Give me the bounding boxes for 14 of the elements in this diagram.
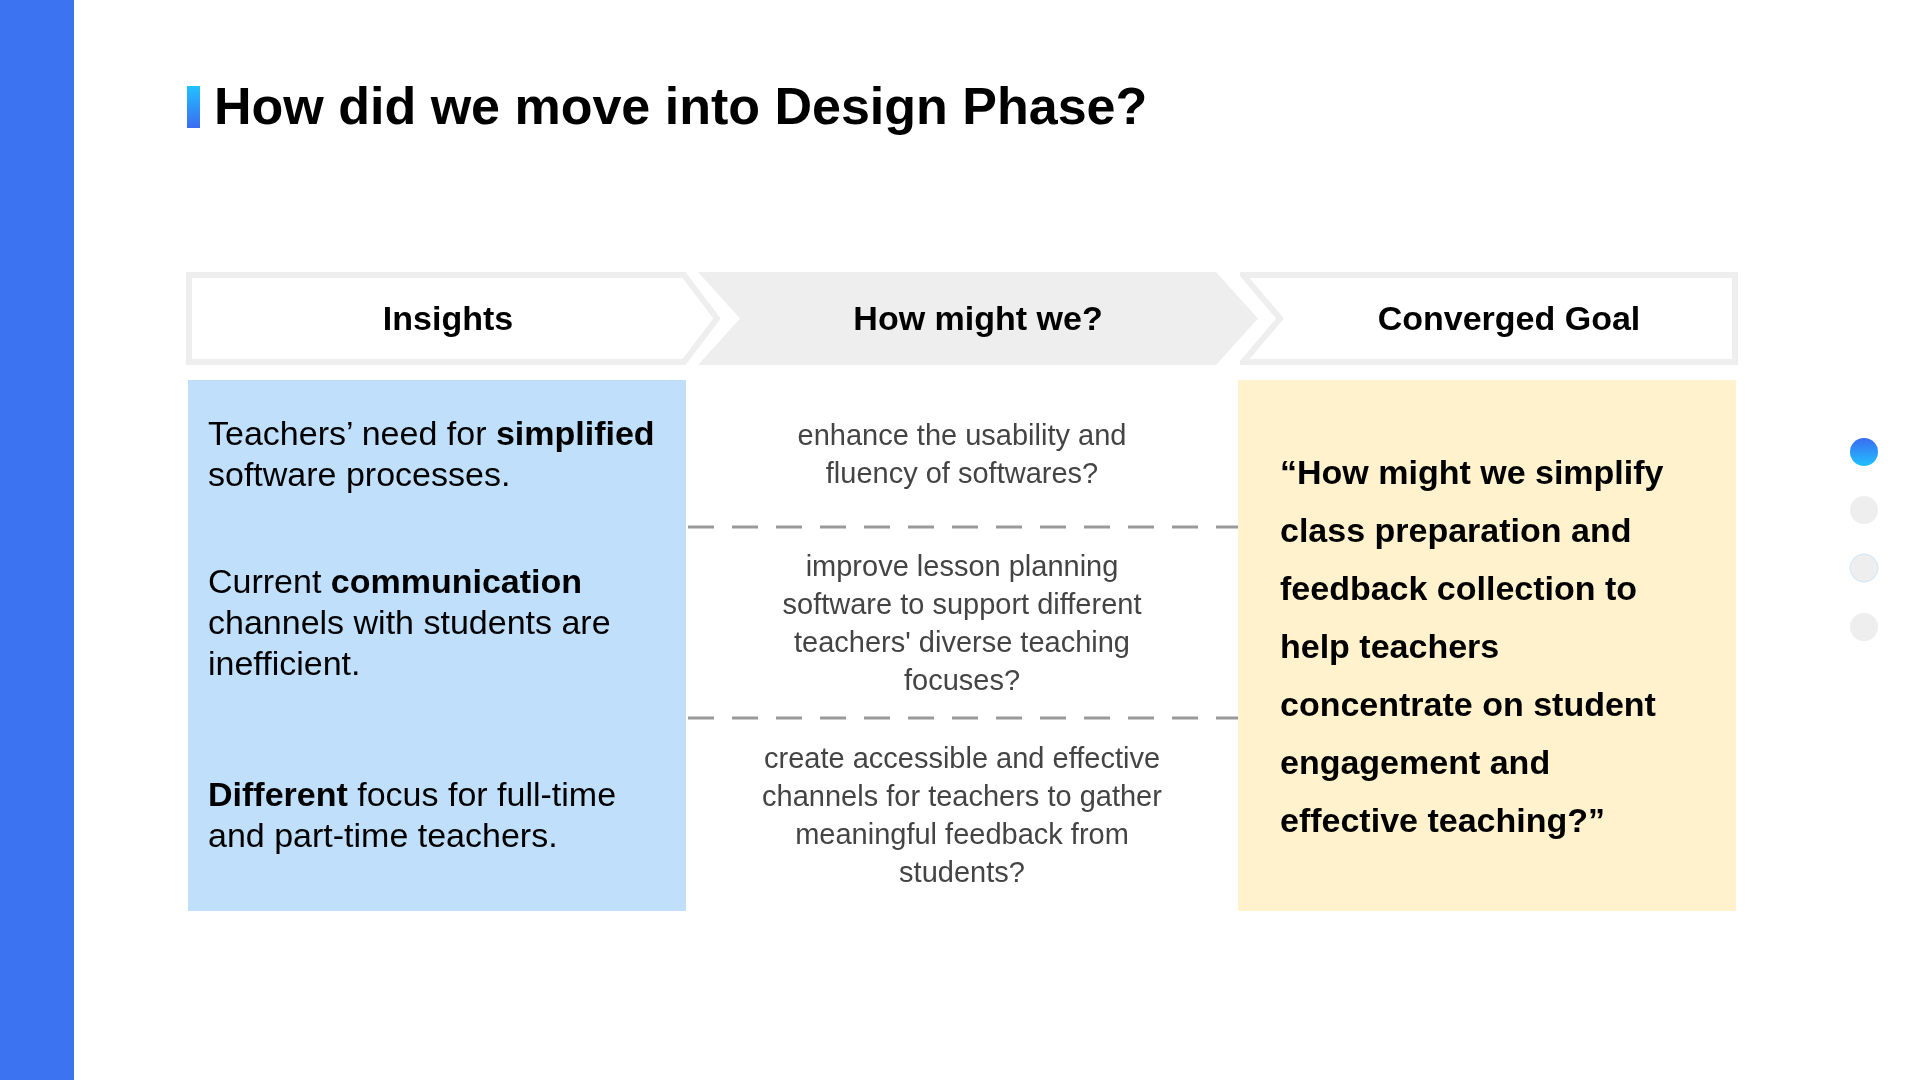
insight-text: Teachers’ need for simplified software processes. bbox=[208, 412, 656, 495]
header-label: Insights bbox=[382, 299, 514, 338]
page-title: How did we move into Design Phase? bbox=[214, 76, 1148, 136]
insight-text: Current communication channels with students are inefficient. bbox=[208, 561, 612, 684]
insight-cell bbox=[188, 718, 686, 911]
goal-text: “How might we simplify class preparation and feedback collection to help teachers concentrate on student engagement and effective teaching?” bbox=[1280, 451, 1665, 841]
insight-text: Different focus for full-time and part-time teachers. bbox=[208, 773, 618, 856]
header-label: Converged Goal bbox=[1377, 299, 1641, 338]
question-text: create accessible and effective channels for teachers to gather meaningful feedback from students? bbox=[686, 718, 1238, 911]
goal-card bbox=[1238, 380, 1736, 911]
insight-cell bbox=[188, 380, 686, 527]
header-label: How might we? bbox=[853, 299, 1103, 338]
question-text: improve lesson planning software to support different teachers' diverse teaching focuses? bbox=[686, 527, 1238, 718]
question-text: enhance the usability and fluency of softwares? bbox=[686, 380, 1238, 527]
